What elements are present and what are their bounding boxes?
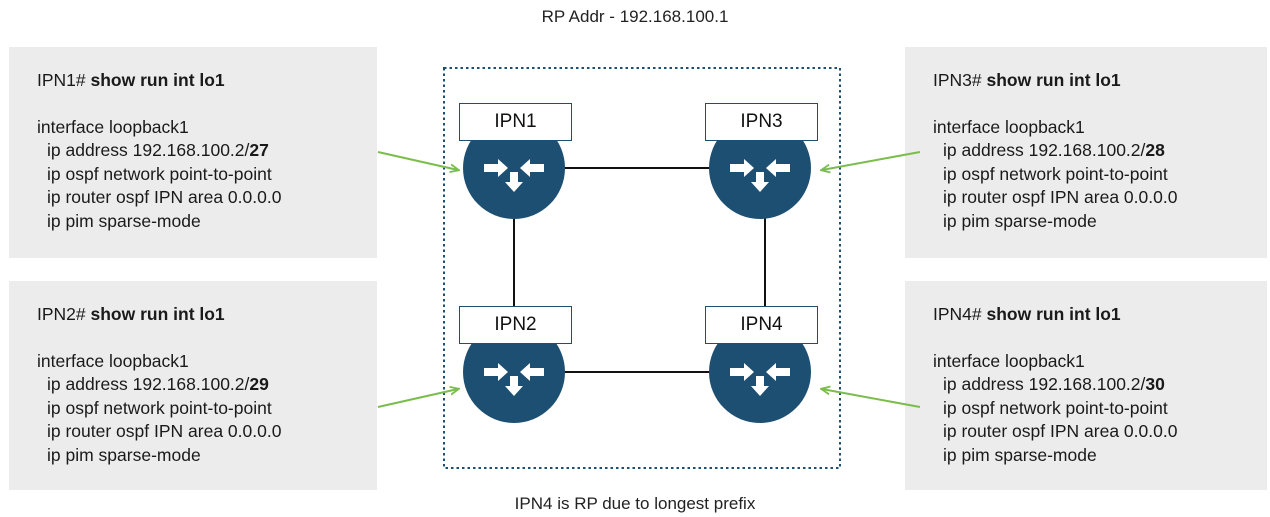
cli-prompt: IPN1# show run int lo1 xyxy=(37,70,225,90)
cfg-ip-address-line: ip address 192.168.100.2/27 xyxy=(47,140,269,160)
arrow-ipn4 xyxy=(822,389,921,408)
arrow-ipn1 xyxy=(377,151,458,170)
router-label-ipn1: IPN1 xyxy=(459,103,572,141)
cfg-ospf-area-line: ip router ospf IPN area 0.0.0.0 xyxy=(943,187,1178,207)
prefix-length: 29 xyxy=(249,374,269,394)
cfg-ospf-network-line: ip ospf network point-to-point xyxy=(943,163,1168,184)
router-icon-ipn3 xyxy=(709,117,811,219)
cli-prompt: IPN3# show run int lo1 xyxy=(933,70,1121,90)
arrow-ipn3 xyxy=(822,151,921,170)
router-label-ipn4: IPN4 xyxy=(705,306,818,344)
cfg-ip-address-line: ip address 192.168.100.2/30 xyxy=(943,374,1165,394)
prefix-length: 30 xyxy=(1145,374,1165,394)
router-icon-ipn1 xyxy=(463,117,565,219)
arrow-ipn2 xyxy=(377,389,458,408)
cfg-pim-line: ip pim sparse-mode xyxy=(47,210,201,231)
cfg-ip-address-line: ip address 192.168.100.2/28 xyxy=(943,140,1165,160)
cfg-interface-line: interface loopback1 xyxy=(933,116,1085,137)
router-label-ipn3: IPN3 xyxy=(705,103,818,141)
cli-prompt: IPN2# show run int lo1 xyxy=(37,304,225,324)
domain-frame xyxy=(443,67,841,469)
config-panel-ipn3: IPN3# show run int lo1 interface loopbac… xyxy=(905,47,1267,258)
diagram-footer: IPN4 is RP due to longest prefix xyxy=(514,494,756,513)
cfg-ospf-network-line: ip ospf network point-to-point xyxy=(47,397,272,418)
diagram-title: RP Addr - 192.168.100.1 xyxy=(541,7,729,26)
cfg-pim-line: ip pim sparse-mode xyxy=(943,444,1097,465)
cfg-interface-line: interface loopback1 xyxy=(37,116,189,137)
prefix-length: 27 xyxy=(249,140,269,160)
router-label-ipn2: IPN2 xyxy=(459,306,572,344)
config-panel-ipn1: IPN1# show run int lo1 interface loopbac… xyxy=(9,47,377,258)
cfg-ip-address-line: ip address 192.168.100.2/29 xyxy=(47,374,269,394)
prefix-length: 28 xyxy=(1145,140,1165,160)
cfg-pim-line: ip pim sparse-mode xyxy=(943,210,1097,231)
cfg-ospf-network-line: ip ospf network point-to-point xyxy=(47,163,272,184)
cfg-pim-line: ip pim sparse-mode xyxy=(47,444,201,465)
cfg-interface-line: interface loopback1 xyxy=(933,350,1085,371)
cfg-ospf-area-line: ip router ospf IPN area 0.0.0.0 xyxy=(47,187,282,207)
cfg-ospf-network-line: ip ospf network point-to-point xyxy=(943,397,1168,418)
cfg-ospf-area-line: ip router ospf IPN area 0.0.0.0 xyxy=(943,421,1178,441)
config-panel-ipn4: IPN4# show run int lo1 interface loopbac… xyxy=(905,281,1267,490)
router-icon-ipn2 xyxy=(463,321,565,423)
config-panel-ipn2: IPN2# show run int lo1 interface loopbac… xyxy=(9,281,377,490)
cli-prompt: IPN4# show run int lo1 xyxy=(933,304,1121,324)
router-icon-ipn4 xyxy=(709,321,811,423)
cfg-interface-line: interface loopback1 xyxy=(37,350,189,371)
cfg-ospf-area-line: ip router ospf IPN area 0.0.0.0 xyxy=(47,421,282,441)
